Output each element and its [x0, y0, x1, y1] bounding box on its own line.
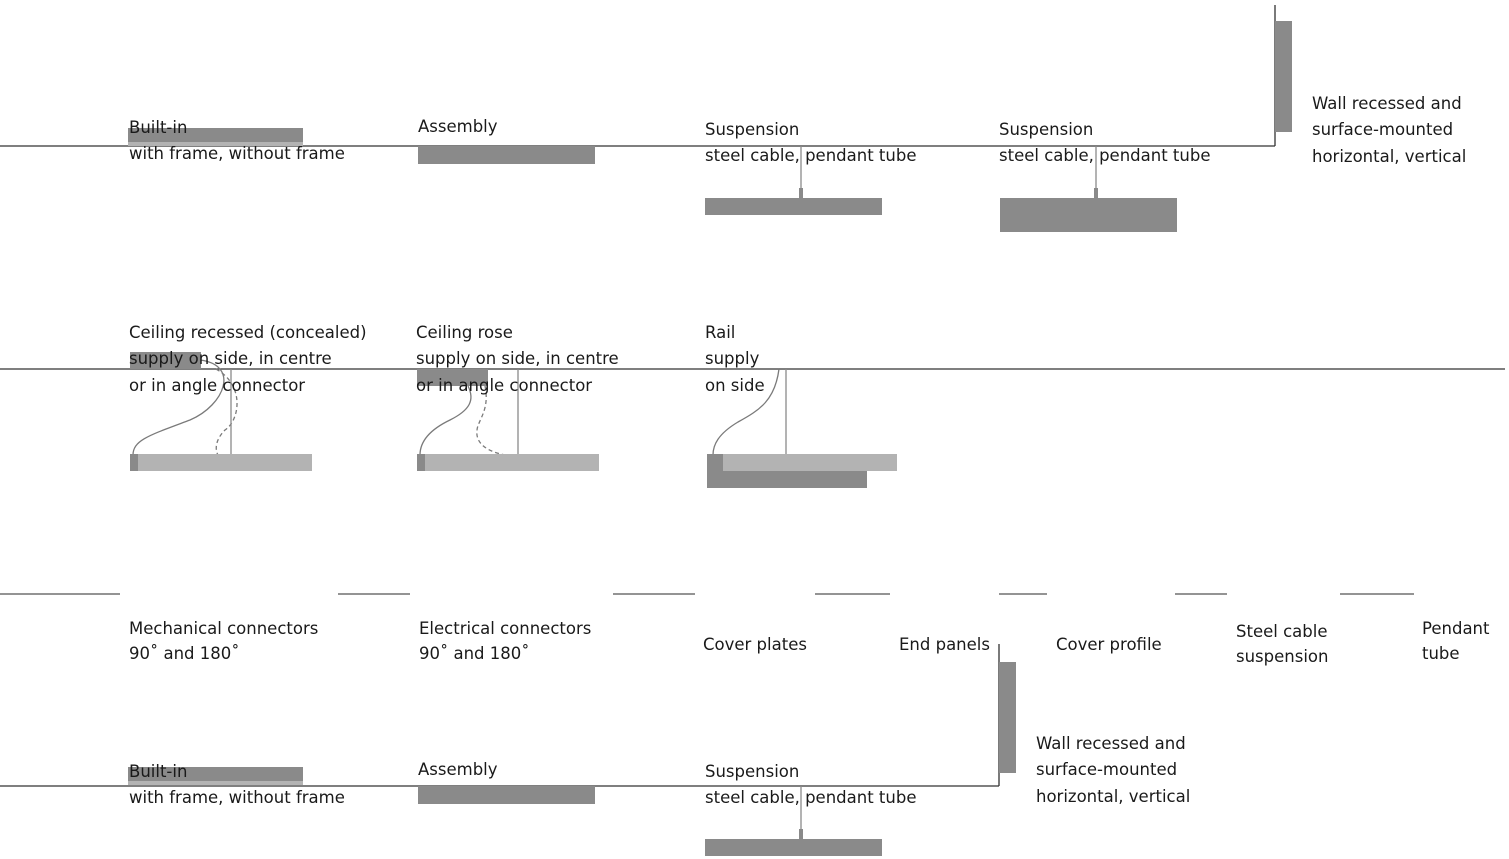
label-ceiling-recessed: Ceiling recessed (concealed)supply on si… — [129, 322, 367, 396]
label-assembly: Assembly — [418, 759, 498, 779]
cable-gripper — [799, 188, 803, 198]
suspension-luminaire-large — [1000, 198, 1177, 232]
assembly-luminaire — [418, 786, 595, 804]
wall-luminaire — [1275, 21, 1292, 132]
rail-supply-cable — [712, 368, 780, 456]
pendant-gripper — [1094, 188, 1098, 198]
rose-supply-cable-alt — [476, 385, 506, 456]
supply-cable — [132, 359, 225, 456]
recessed-endcap — [130, 454, 138, 471]
label-cover-profile: Cover profile — [1056, 635, 1162, 654]
suspension-luminaire — [705, 839, 882, 856]
wall-luminaire — [999, 662, 1016, 773]
ceiling-rose-box — [417, 369, 488, 386]
label-end-panels: End panels — [899, 635, 990, 654]
rail-luminaire — [723, 454, 897, 471]
built-in-luminaire — [128, 128, 303, 142]
built-in-frame — [128, 781, 303, 785]
recessed-luminaire — [130, 454, 312, 471]
rose-supply-cable — [419, 385, 472, 456]
rose-luminaire — [417, 454, 599, 471]
cable-gripper — [799, 829, 803, 839]
built-in-luminaire — [128, 767, 303, 781]
suspension-luminaire — [705, 198, 882, 215]
recessed-box — [130, 352, 201, 369]
rose-endcap — [417, 454, 425, 471]
built-in-frame — [128, 142, 303, 146]
label-cover-plates: Cover plates — [703, 635, 807, 654]
assembly-luminaire — [418, 146, 595, 164]
label-assembly: Assembly — [418, 116, 498, 136]
supply-cable-alt — [215, 368, 238, 456]
